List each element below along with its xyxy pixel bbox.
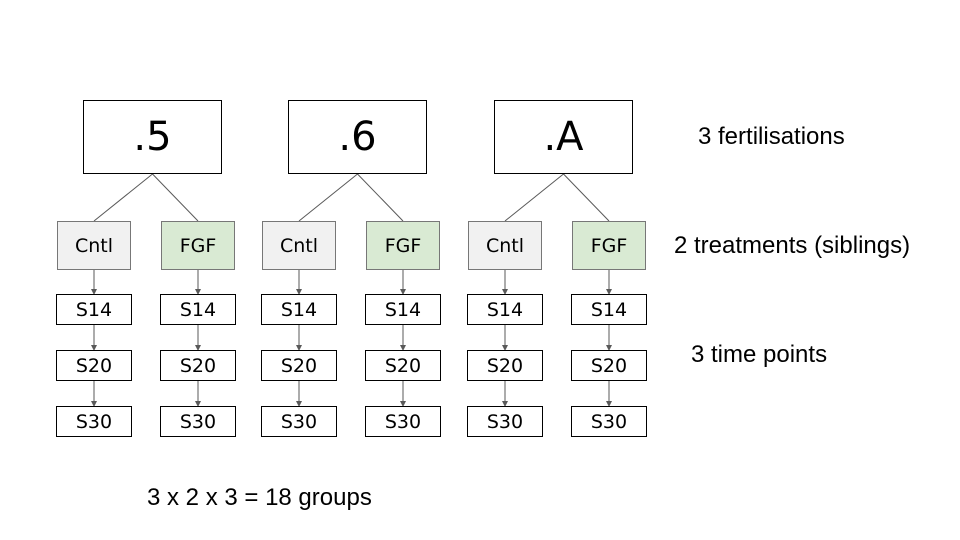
- time-point-box: S30: [365, 406, 441, 437]
- fertilisation-box: .5: [83, 100, 222, 174]
- time-point-box: S30: [261, 406, 337, 437]
- treatments-annotation: 2 treatments (siblings): [674, 232, 911, 259]
- time-point-box: S20: [56, 350, 132, 381]
- total-groups-annotation: 3 x 2 x 3 = 18 groups: [147, 484, 372, 511]
- time-point-box: S14: [571, 294, 647, 325]
- time-point-box: S14: [261, 294, 337, 325]
- time-point-box: S14: [160, 294, 236, 325]
- treatment-box-fgf: FGF: [161, 221, 235, 270]
- time-point-box: S20: [261, 350, 337, 381]
- branch-line: [152, 173, 199, 222]
- treatment-box-fgf: FGF: [572, 221, 646, 270]
- time-points-annotation: 3 time points: [691, 341, 828, 368]
- branch-line: [298, 173, 358, 222]
- fertilisations-annotation: 3 fertilisations: [698, 123, 845, 150]
- time-point-box: S30: [467, 406, 543, 437]
- treatment-box-cntl: Cntl: [262, 221, 336, 270]
- time-point-box: S30: [160, 406, 236, 437]
- time-point-box: S20: [160, 350, 236, 381]
- time-point-box: S20: [467, 350, 543, 381]
- time-point-box: S14: [56, 294, 132, 325]
- time-point-box: S20: [571, 350, 647, 381]
- time-point-box: S30: [571, 406, 647, 437]
- time-point-box: S14: [467, 294, 543, 325]
- branch-line: [357, 173, 404, 222]
- branch-line: [93, 173, 153, 222]
- treatment-box-cntl: Cntl: [57, 221, 131, 270]
- branch-line: [504, 173, 564, 222]
- treatment-box-cntl: Cntl: [468, 221, 542, 270]
- time-point-box: S14: [365, 294, 441, 325]
- fertilisation-box: .6: [288, 100, 427, 174]
- time-point-box: S20: [365, 350, 441, 381]
- treatment-box-fgf: FGF: [366, 221, 440, 270]
- branch-line: [563, 173, 610, 222]
- time-point-box: S30: [56, 406, 132, 437]
- fertilisation-box: .A: [494, 100, 633, 174]
